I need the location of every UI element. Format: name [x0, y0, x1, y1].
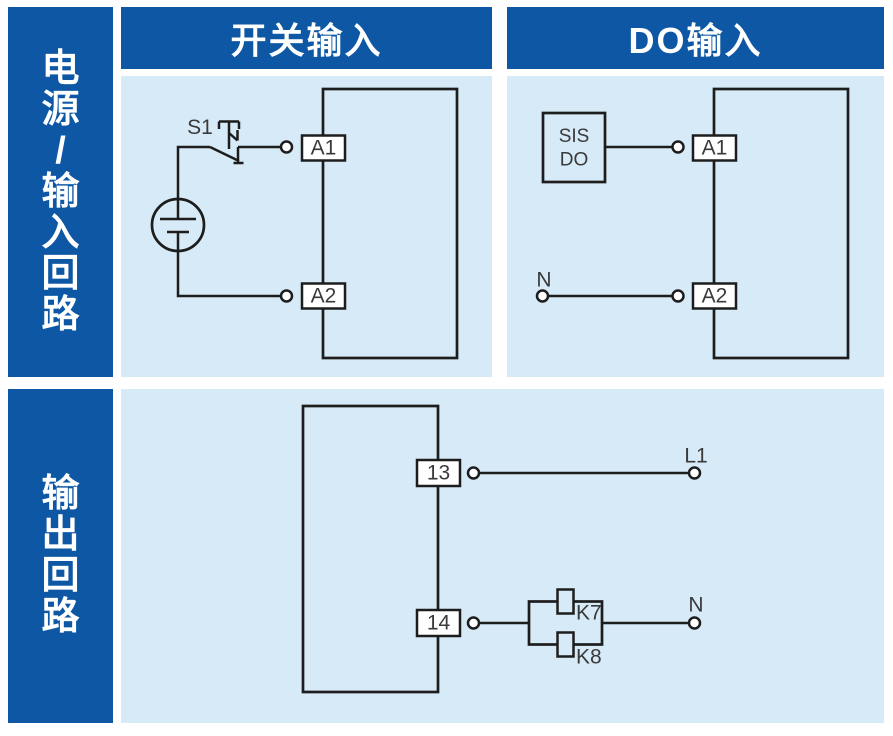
- terminal-circle-n: [535, 289, 550, 303]
- header-switch-input-label: 开关输入: [230, 20, 383, 61]
- terminal-box-a2: A2: [691, 282, 738, 310]
- terminal-circle-13: [466, 466, 481, 480]
- panel-do-input-diagram: SIS DO N A1 A2: [507, 76, 884, 377]
- wire-source-bottom: [176, 232, 281, 298]
- live-line-label: L1: [684, 445, 707, 468]
- terminal-circle-l1: [687, 466, 702, 480]
- terminal-label-13: 13: [427, 462, 450, 485]
- sis-label: SIS: [559, 126, 590, 147]
- terminal-label-a2: A2: [311, 285, 337, 308]
- banner-char: 出: [41, 514, 80, 556]
- sidebar-label-power-input-circuit: 电 源 / 输 入 回 路: [8, 7, 113, 377]
- terminal-circle-14: [466, 616, 481, 630]
- header-switch-input: 开关输入: [121, 7, 492, 69]
- panel-switch-input-diagram: A1 A2 S1: [121, 76, 492, 377]
- relay-parallel-block: K7 K8: [527, 588, 604, 669]
- neutral-label: N: [688, 594, 703, 617]
- switch-contact: [233, 147, 244, 165]
- terminal-circle-a1: [671, 140, 685, 154]
- banner-char: 路: [41, 596, 80, 638]
- dc-source-plates: [160, 217, 196, 234]
- banner-char: 回: [41, 555, 80, 597]
- terminal-circle-n: [687, 616, 702, 630]
- switch-s1-label: S1: [187, 116, 213, 139]
- switch-s1-symbol: [209, 120, 244, 165]
- banner-char: /: [55, 129, 66, 172]
- banner-char: 输: [41, 170, 80, 213]
- terminal-box-a2: A2: [300, 282, 347, 310]
- relay-label-k7: K7: [576, 602, 602, 625]
- terminal-label-a1: A1: [311, 137, 337, 160]
- panel-output-diagram: K7 K8 L1 N 13 14: [121, 389, 884, 723]
- device-outline: [712, 87, 850, 360]
- switch-input-circuit-svg: A1 A2 S1: [150, 87, 459, 360]
- relay-coil-k8: [556, 631, 575, 658]
- terminal-box-a1: A1: [300, 134, 347, 162]
- terminal-circle-a2: [671, 289, 685, 303]
- do-label: DO: [560, 150, 589, 171]
- wire-source-top: [176, 145, 210, 219]
- terminal-label-a1: A1: [702, 137, 728, 160]
- device-outline: [301, 404, 440, 694]
- terminal-circle-a1: [279, 140, 294, 154]
- terminal-label-14: 14: [427, 612, 451, 635]
- switch-blade: [209, 145, 240, 163]
- sidebar-label-output-circuit: 输 出 回 路: [8, 389, 113, 723]
- sis-do-source-box: SIS DO: [541, 111, 607, 184]
- banner-char: 回: [41, 252, 80, 295]
- header-do-input-label: DO输入: [628, 20, 763, 61]
- terminal-circle-a2: [279, 289, 294, 303]
- terminal-box-14: 14: [415, 608, 462, 638]
- banner-char: 电: [41, 47, 80, 90]
- output-circuit-svg: K7 K8 L1 N 13 14: [301, 404, 708, 694]
- do-input-circuit-svg: SIS DO N A1 A2: [535, 87, 850, 360]
- terminal-box-13: 13: [415, 458, 462, 488]
- terminal-box-a1: A1: [691, 134, 738, 162]
- terminal-label-a2: A2: [702, 285, 728, 308]
- banner-char: 路: [41, 293, 80, 336]
- switch-actuator-icon: [217, 120, 241, 149]
- dc-source-circle: [150, 197, 206, 253]
- banner-char: 输: [41, 473, 80, 515]
- header-do-input: DO输入: [507, 7, 884, 69]
- banner-char: 入: [41, 211, 80, 254]
- banner-char: 源: [41, 88, 80, 131]
- relay-coil-k7: [556, 588, 575, 615]
- device-outline: [321, 87, 459, 360]
- relay-label-k8: K8: [576, 646, 602, 669]
- neutral-label: N: [536, 269, 551, 292]
- dc-source-symbol: [150, 197, 206, 253]
